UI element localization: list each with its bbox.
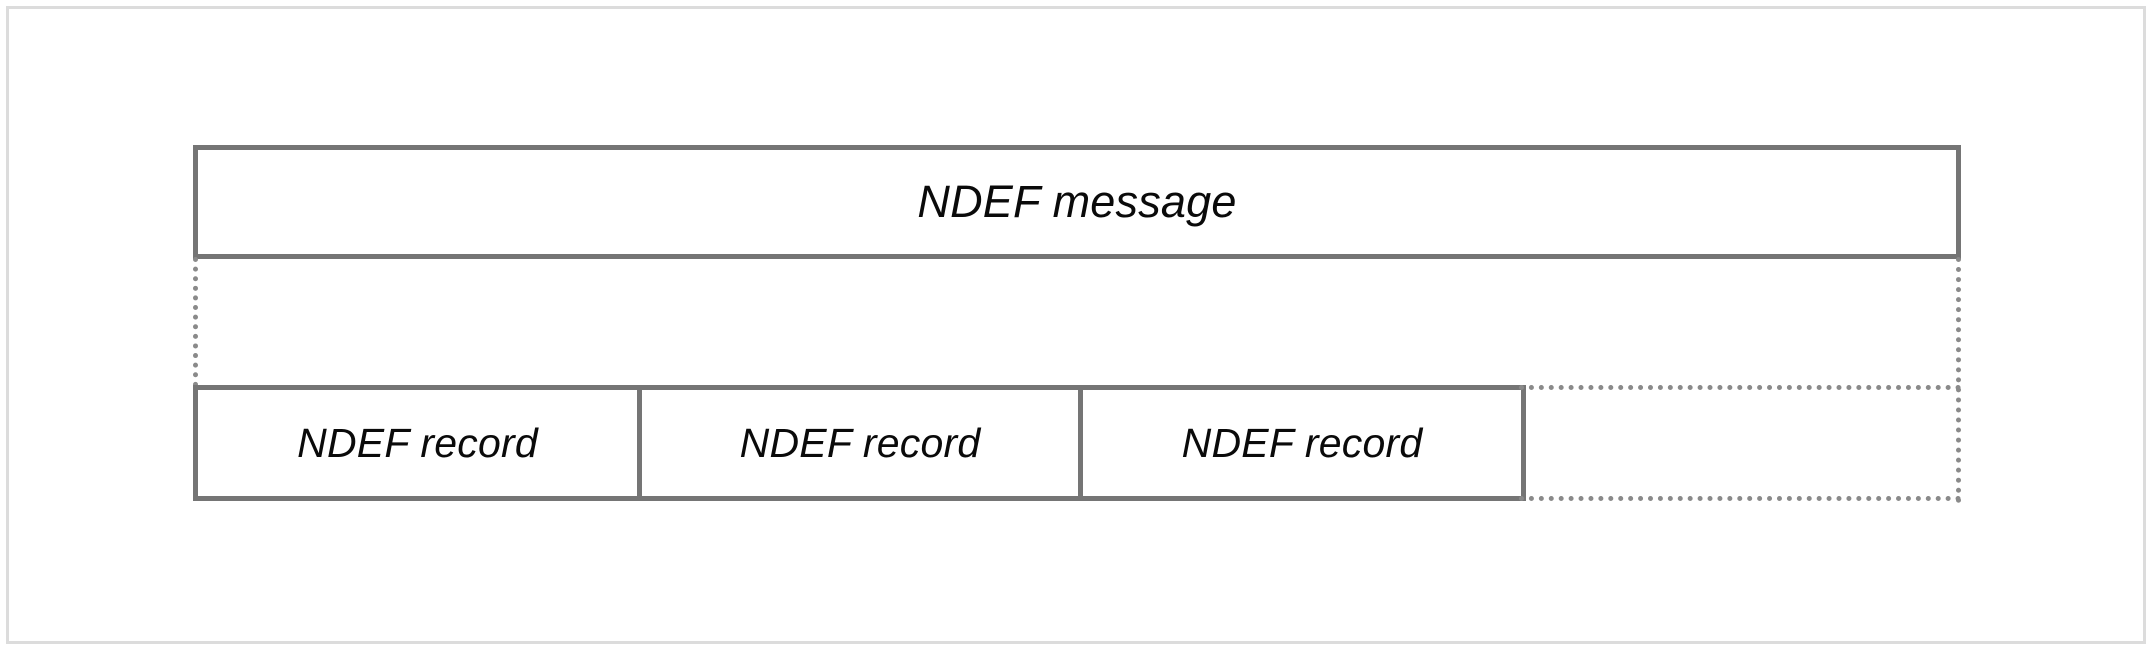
ndef-message-box: NDEF message [193, 145, 1961, 259]
ndef-record-box-2: NDEF record [637, 385, 1083, 501]
record-continuation-bottom-dotted-line [1519, 496, 1961, 501]
ndef-record-label-1: NDEF record [297, 419, 538, 466]
connector-left-dotted-line [193, 257, 198, 387]
ndef-record-box-1: NDEF record [193, 385, 642, 501]
ndef-record-label-3: NDEF record [1181, 419, 1423, 466]
record-continuation-top-dotted-line [1519, 385, 1961, 390]
ndef-record-label-2: NDEF record [739, 419, 981, 466]
connector-right-dotted-line [1956, 257, 1961, 503]
ndef-record-box-3: NDEF record [1078, 385, 1526, 501]
ndef-message-label: NDEF message [917, 176, 1237, 227]
